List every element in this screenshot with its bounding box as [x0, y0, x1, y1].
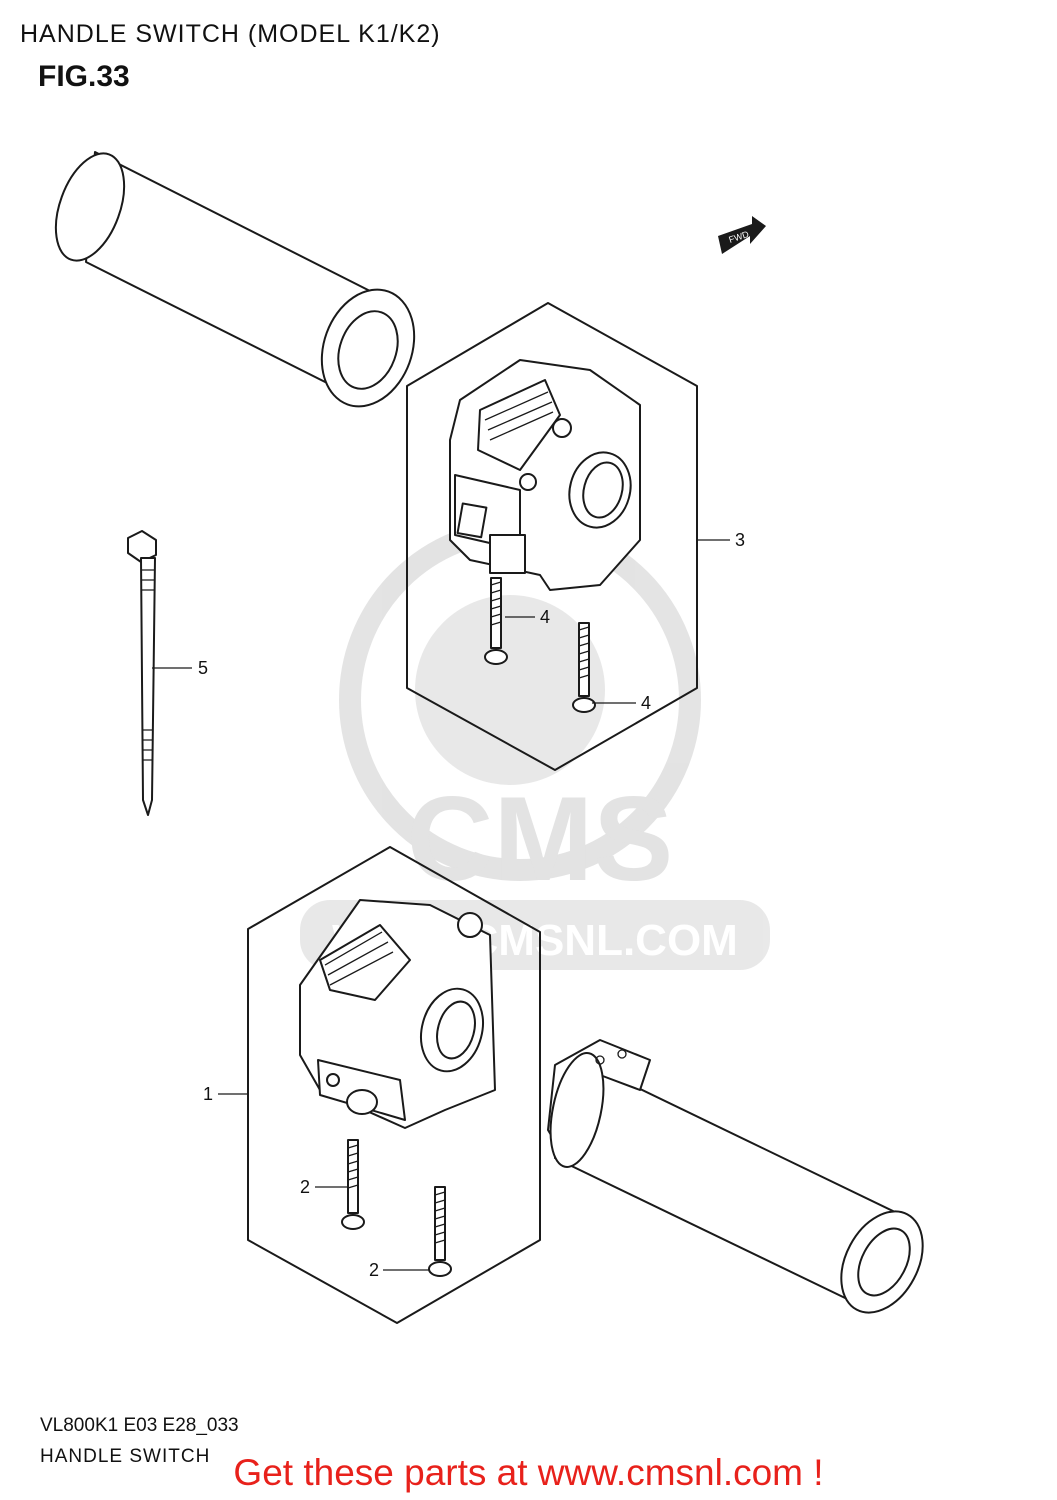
screw-part2-b	[428, 1186, 452, 1277]
diagram-caption: HANDLE SWITCH	[40, 1446, 211, 1467]
lower-assembly-frame	[247, 846, 541, 1324]
callout-2a: 2	[300, 1177, 311, 1197]
callout-3: 3	[735, 530, 746, 550]
promo-link[interactable]: Get these parts at www.cmsnl.com !	[233, 1452, 824, 1493]
callout-5: 5	[198, 658, 209, 678]
right-throttle-grip	[547, 1039, 924, 1314]
fwd-arrow-icon: FWD	[718, 216, 766, 254]
callout-2b: 2	[369, 1260, 380, 1280]
cable-tie-part5	[127, 530, 157, 816]
page-title: HANDLE SWITCH (MODEL K1/K2)	[20, 20, 441, 48]
screw-part4-b	[572, 622, 596, 713]
screw-part2-a	[341, 1139, 365, 1230]
screw-part4-a	[484, 577, 508, 665]
callout-4b: 4	[641, 693, 652, 713]
diagram-code: VL800K1 E03 E28_033	[40, 1415, 239, 1436]
callout-4a: 4	[540, 607, 551, 627]
left-grip	[54, 151, 416, 408]
figure-number: FIG.33	[38, 60, 130, 93]
leader-lines	[152, 539, 730, 1271]
callout-1: 1	[203, 1084, 214, 1104]
upper-assembly-frame	[406, 302, 698, 771]
right-handle-switch-part1	[299, 899, 496, 1129]
left-handle-switch-part3	[449, 359, 641, 591]
watermark-logo: CMS	[407, 772, 674, 906]
